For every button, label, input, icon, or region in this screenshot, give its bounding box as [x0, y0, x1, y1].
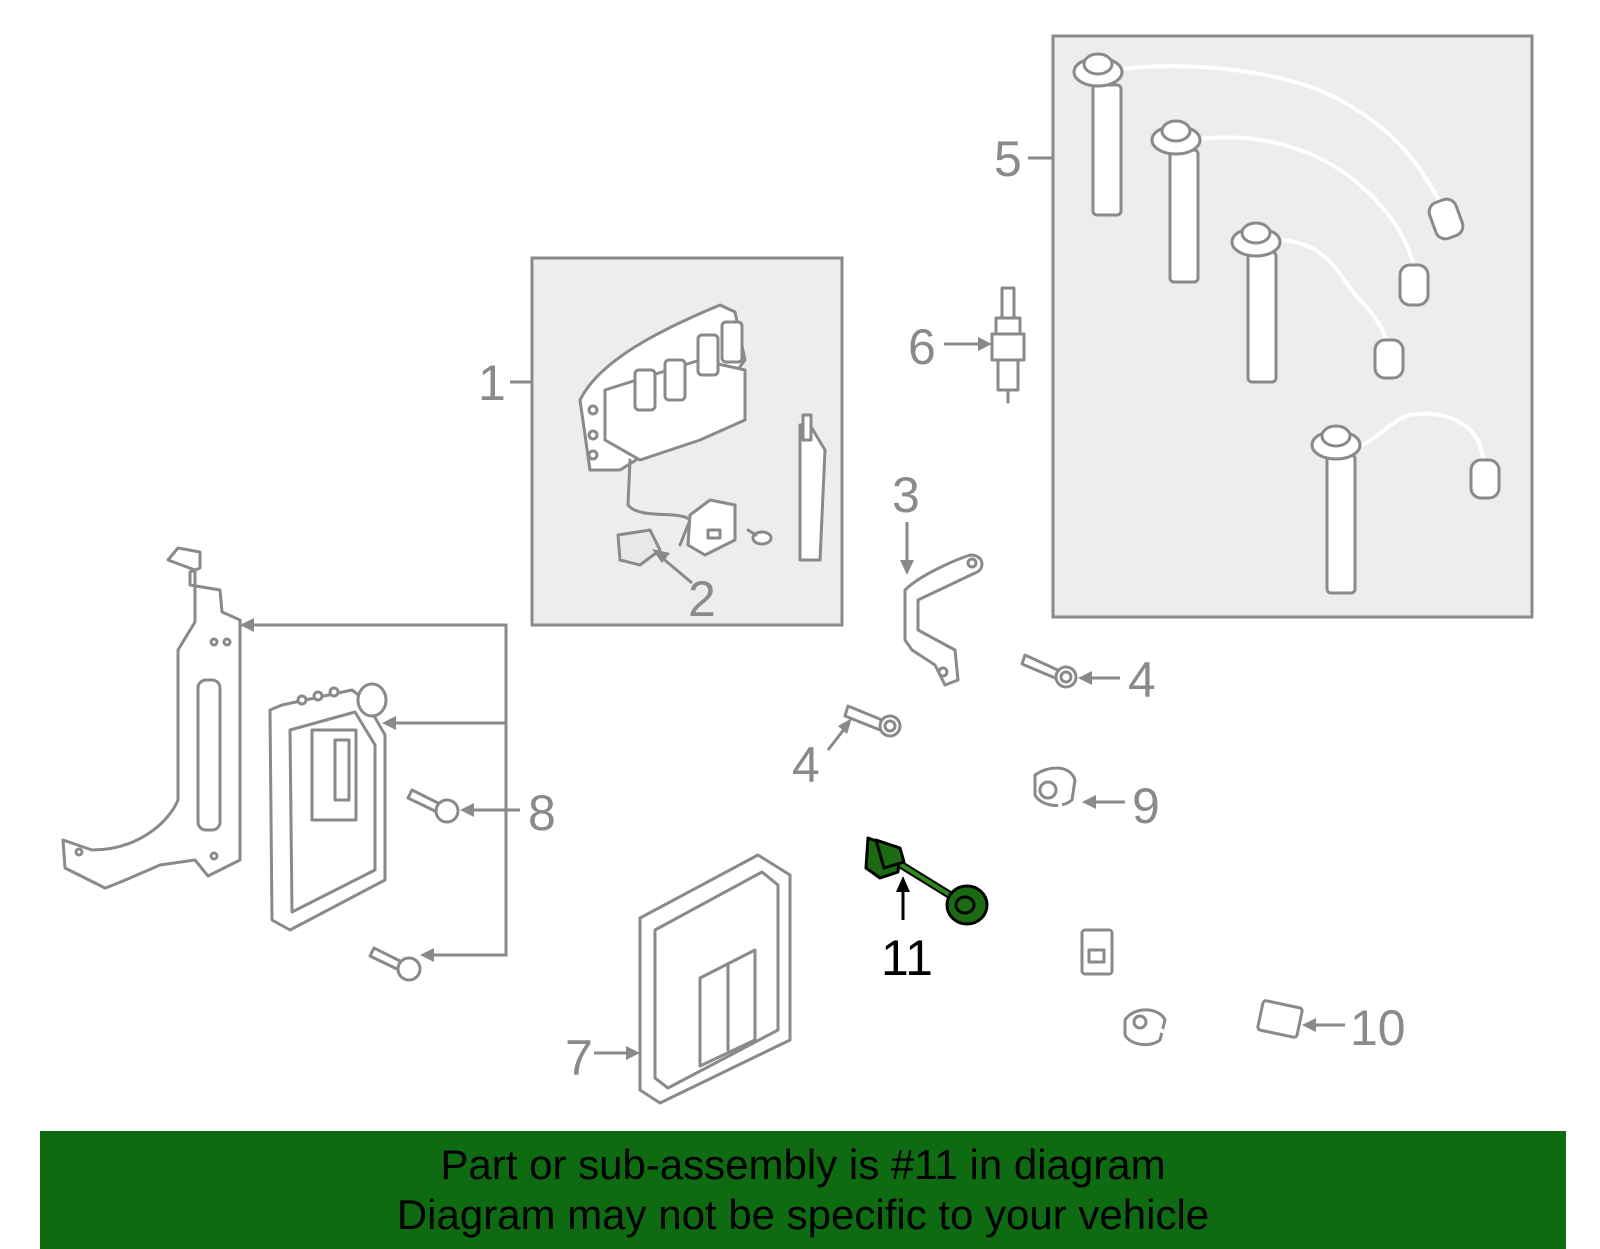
- spark-plug-6[interactable]: [990, 286, 1026, 404]
- callout-4b: 4: [792, 737, 820, 793]
- callout-2: 2: [688, 571, 716, 627]
- callout-4a: 4: [1128, 652, 1156, 708]
- bracket-3[interactable]: [903, 553, 984, 687]
- bracket-8[interactable]: [61, 546, 242, 890]
- screw-8a[interactable]: [406, 788, 460, 824]
- bolt-4b[interactable]: [843, 704, 902, 738]
- control-module-7[interactable]: [638, 853, 792, 1105]
- callout-1: 1: [478, 355, 506, 411]
- callout-7: 7: [565, 1030, 593, 1086]
- callout-5: 5: [994, 131, 1022, 187]
- highlighted-part-11[interactable]: [864, 836, 989, 926]
- info-banner: Part or sub-assembly is #11 in diagram D…: [40, 1131, 1566, 1249]
- bolt-4a[interactable]: [1020, 653, 1078, 689]
- banner-line-1: Part or sub-assembly is #11 in diagram: [440, 1141, 1166, 1188]
- screw-8b[interactable]: [368, 946, 422, 982]
- ignition-wire-set-5[interactable]: [1051, 34, 1534, 619]
- callout-6: 6: [908, 319, 936, 375]
- parts-diagram: 5 1 2 6: [61, 34, 1534, 1105]
- callout-8: 8: [528, 785, 556, 841]
- banner-line-2: Diagram may not be specific to your vehi…: [396, 1191, 1210, 1238]
- sensor-9[interactable]: [1033, 766, 1114, 976]
- callout-3: 3: [892, 467, 920, 523]
- sensor-10[interactable]: [1123, 998, 1304, 1047]
- module-8[interactable]: [268, 682, 388, 932]
- callout-11: 11: [881, 930, 933, 986]
- ignition-coil-assembly-1[interactable]: [530, 256, 844, 627]
- callout-9: 9: [1132, 778, 1160, 834]
- callout-10: 10: [1350, 1000, 1406, 1056]
